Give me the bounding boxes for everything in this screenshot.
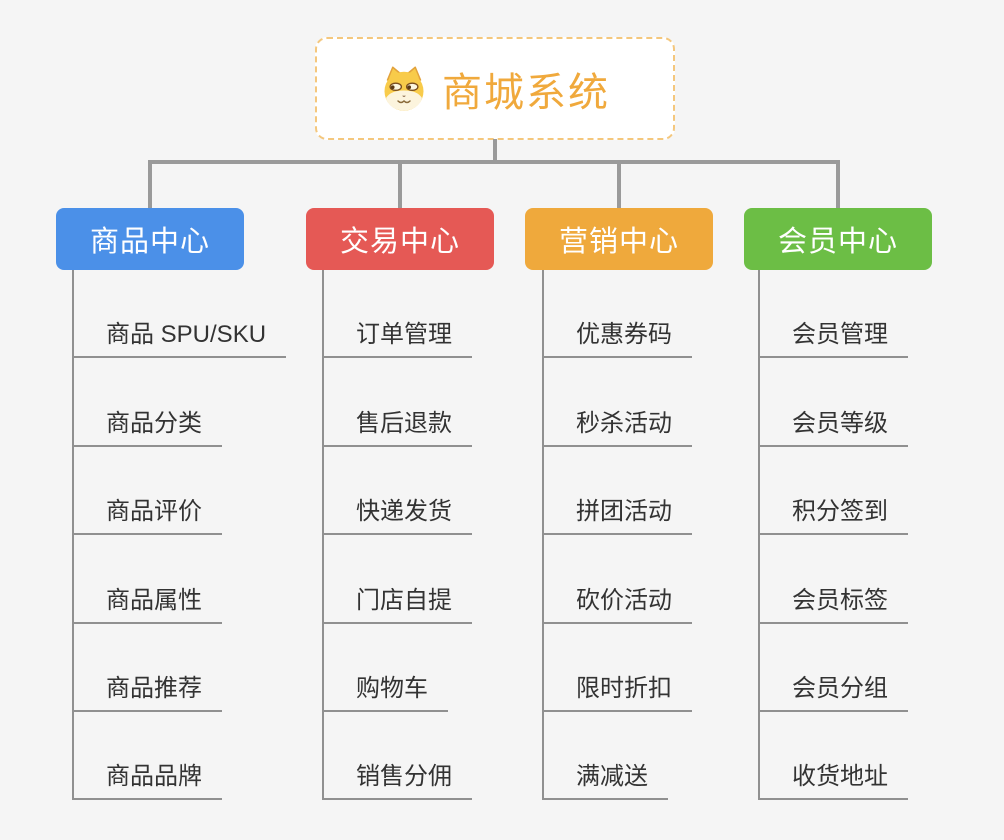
leaf-express-delivery[interactable]: 快递发货	[324, 491, 472, 536]
leaf-product-brand[interactable]: 商品品牌	[74, 756, 222, 801]
leaf-limited-time-discount[interactable]: 限时折扣	[544, 668, 692, 712]
leaf-product-attribute[interactable]: 商品属性	[74, 580, 222, 624]
leaf-bargain-activity[interactable]: 砍价活动	[544, 580, 692, 624]
connector-drop-trade-center	[398, 162, 402, 210]
leaf-full-reduction[interactable]: 满减送	[544, 756, 668, 801]
leaf-member-management[interactable]: 会员管理	[760, 314, 908, 359]
branch-label-marketing-center: 营销中心	[558, 226, 679, 258]
branch-label-member-center: 会员中心	[777, 226, 898, 258]
branch-node-trade-center[interactable]: 交易中心	[306, 208, 494, 270]
leaf-product-spu-sku[interactable]: 商品 SPU/SKU	[74, 314, 287, 359]
connector-root-stem	[493, 139, 497, 164]
branch-children-member-center: 会员管理 会员等级 积分签到 会员标签 会员分组 收货地址	[758, 270, 1004, 801]
connector-drop-member-center	[836, 162, 840, 210]
branch-node-member-center[interactable]: 会员中心	[744, 208, 932, 270]
branch-children-trade-center: 订单管理 售后退款 快递发货 门店自提 购物车 销售分佣	[322, 270, 568, 801]
connector-drop-product-center	[148, 162, 152, 210]
leaf-product-review[interactable]: 商品评价	[74, 491, 222, 536]
leaf-store-pickup[interactable]: 门店自提	[324, 580, 472, 624]
leaf-flash-sale[interactable]: 秒杀活动	[544, 403, 692, 447]
leaf-group-buying[interactable]: 拼团活动	[544, 491, 692, 536]
leaf-order-management[interactable]: 订单管理	[324, 314, 472, 359]
dog-face-icon	[380, 65, 428, 113]
branch-node-product-center[interactable]: 商品中心	[56, 208, 244, 270]
connector-bus	[148, 160, 840, 164]
branch-children-marketing-center: 优惠券码 秒杀活动 拼团活动 砍价活动 限时折扣 满减送	[542, 270, 788, 801]
leaf-shipping-address[interactable]: 收货地址	[760, 756, 908, 801]
leaf-points-checkin[interactable]: 积分签到	[760, 491, 908, 536]
branch-label-trade-center: 交易中心	[339, 226, 460, 258]
branch-label-product-center: 商品中心	[89, 226, 210, 258]
leaf-coupon-code[interactable]: 优惠券码	[544, 314, 692, 359]
leaf-product-category[interactable]: 商品分类	[74, 403, 222, 447]
leaf-member-level[interactable]: 会员等级	[760, 403, 908, 447]
root-node[interactable]: 商城系统	[315, 37, 675, 140]
leaf-sales-commission[interactable]: 销售分佣	[324, 756, 472, 801]
leaf-shopping-cart[interactable]: 购物车	[324, 668, 448, 712]
leaf-member-tag[interactable]: 会员标签	[760, 580, 908, 624]
leaf-member-group[interactable]: 会员分组	[760, 668, 908, 712]
leaf-after-sales-refund[interactable]: 售后退款	[324, 403, 472, 447]
connector-drop-marketing-center	[617, 162, 621, 210]
root-title: 商城系统	[442, 70, 610, 115]
leaf-product-recommend[interactable]: 商品推荐	[74, 668, 222, 712]
branch-children-product-center: 商品 SPU/SKU 商品分类 商品评价 商品属性 商品推荐 商品品牌	[72, 270, 318, 801]
branch-node-marketing-center[interactable]: 营销中心	[525, 208, 713, 270]
